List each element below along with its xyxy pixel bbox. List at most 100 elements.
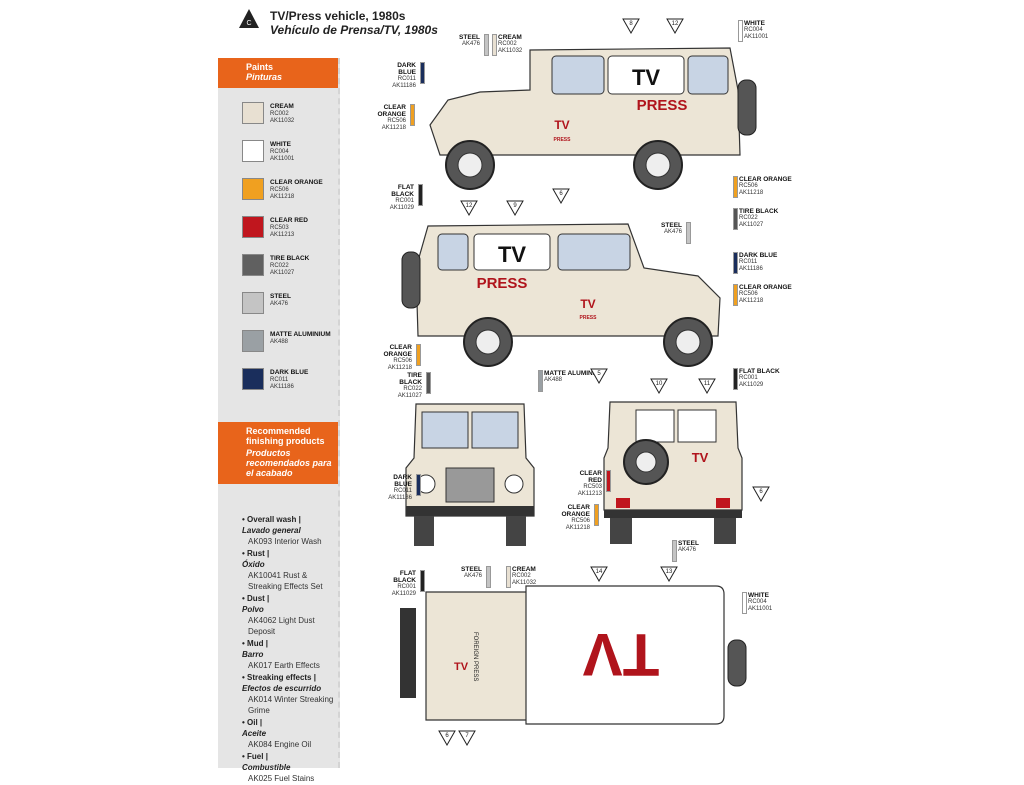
callout-color-bar bbox=[538, 370, 543, 392]
svg-text:TV: TV bbox=[583, 621, 660, 688]
callout-color-bar bbox=[410, 104, 415, 126]
paint-swatch bbox=[242, 102, 264, 124]
svg-text:FOREIGN PRESS: FOREIGN PRESS bbox=[472, 632, 478, 681]
paint-swatch bbox=[242, 330, 264, 352]
callout-color-bar bbox=[486, 566, 491, 588]
svg-text:TV: TV bbox=[554, 118, 569, 132]
callout-color-bar bbox=[506, 566, 511, 588]
product-item: • Streaking effects |Efectos de escurrid… bbox=[242, 673, 334, 715]
callout-color-bar bbox=[733, 208, 738, 230]
step-marker: 6 bbox=[438, 730, 456, 747]
svg-text:PRESS: PRESS bbox=[637, 97, 688, 114]
callout-color-bar bbox=[426, 372, 431, 394]
svg-text:TV: TV bbox=[580, 297, 595, 311]
paint-swatch bbox=[242, 254, 264, 276]
callout-color-bar bbox=[418, 184, 423, 206]
svg-text:C: C bbox=[246, 20, 251, 27]
svg-text:TV: TV bbox=[632, 65, 660, 90]
step-marker: 6 bbox=[552, 188, 570, 205]
step-marker: 7 bbox=[458, 730, 476, 747]
step-marker: 8 bbox=[622, 18, 640, 35]
svg-text:TV: TV bbox=[454, 661, 469, 673]
paint-swatch bbox=[242, 178, 264, 200]
callout-color-bar bbox=[416, 344, 421, 366]
page-title: TV/Press vehicle, 1980s bbox=[270, 9, 406, 23]
paint-swatch bbox=[242, 216, 264, 238]
callout-color-bar bbox=[420, 62, 425, 84]
callout-color-bar bbox=[492, 34, 497, 56]
section-badge: C bbox=[238, 8, 260, 30]
step-marker: 11 bbox=[698, 378, 716, 395]
vehicle-top: TV FOREIGN PRESS TV bbox=[400, 585, 747, 725]
callout-color-bar bbox=[738, 20, 743, 42]
callout-color-bar bbox=[672, 540, 677, 562]
svg-text:TV: TV bbox=[692, 450, 709, 465]
step-marker: 5 bbox=[590, 368, 608, 385]
step-marker: 6 bbox=[752, 486, 770, 503]
step-marker: 14 bbox=[590, 566, 608, 583]
callout-color-bar bbox=[606, 470, 611, 492]
step-marker: 12 bbox=[666, 18, 684, 35]
callout-color-bar bbox=[686, 222, 691, 244]
step-marker: 13 bbox=[660, 566, 678, 583]
callout-color-bar bbox=[733, 284, 738, 306]
callout-color-bar bbox=[484, 34, 489, 56]
svg-text:PRESS: PRESS bbox=[554, 137, 572, 143]
svg-text:TV: TV bbox=[498, 242, 526, 267]
svg-text:PRESS: PRESS bbox=[477, 275, 528, 292]
callout-color-bar bbox=[733, 368, 738, 390]
callout-color-bar bbox=[742, 592, 747, 614]
vehicle-rear: TV bbox=[603, 401, 743, 544]
paint-swatch bbox=[242, 292, 264, 314]
vehicle-side-left: TV PRESS TV PRESS bbox=[401, 223, 721, 367]
callout-color-bar bbox=[420, 570, 425, 592]
step-marker: 12 bbox=[460, 200, 478, 217]
page-subtitle: Vehículo de Prensa/TV, 1980s bbox=[270, 23, 438, 37]
callout-color-bar bbox=[733, 176, 738, 198]
vehicle-front bbox=[405, 403, 535, 546]
callout-color-bar bbox=[416, 474, 421, 496]
step-marker: 10 bbox=[650, 378, 668, 395]
vehicle-side-right: TV PRESS TV PRESS bbox=[429, 47, 757, 190]
callout-color-bar bbox=[594, 504, 599, 526]
paint-swatch bbox=[242, 140, 264, 162]
svg-text:PRESS: PRESS bbox=[580, 315, 598, 321]
